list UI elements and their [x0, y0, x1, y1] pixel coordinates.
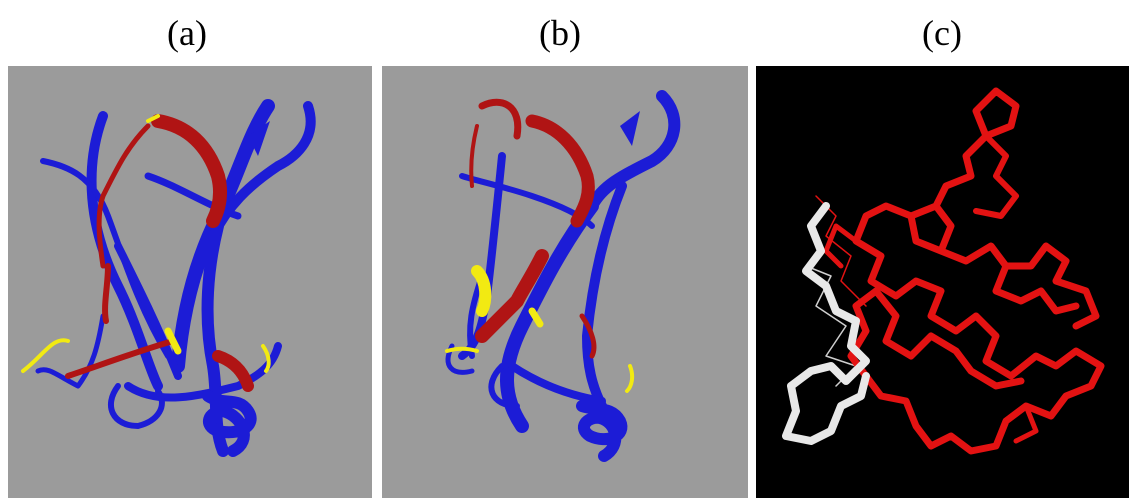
- protein-ribbon-b: [445, 90, 681, 462]
- backbone-trace-c: [782, 87, 1105, 455]
- panel-label-b: (b): [539, 13, 581, 53]
- panel-c-backbone-trace: [756, 66, 1129, 498]
- panel-label-c: (c): [922, 13, 962, 53]
- panel-a-ribbon-structure: [8, 66, 372, 498]
- panel-label-a: (a): [167, 13, 207, 53]
- panel-b-ribbon-structure: [382, 66, 748, 498]
- protein-ribbon-a: [21, 99, 316, 457]
